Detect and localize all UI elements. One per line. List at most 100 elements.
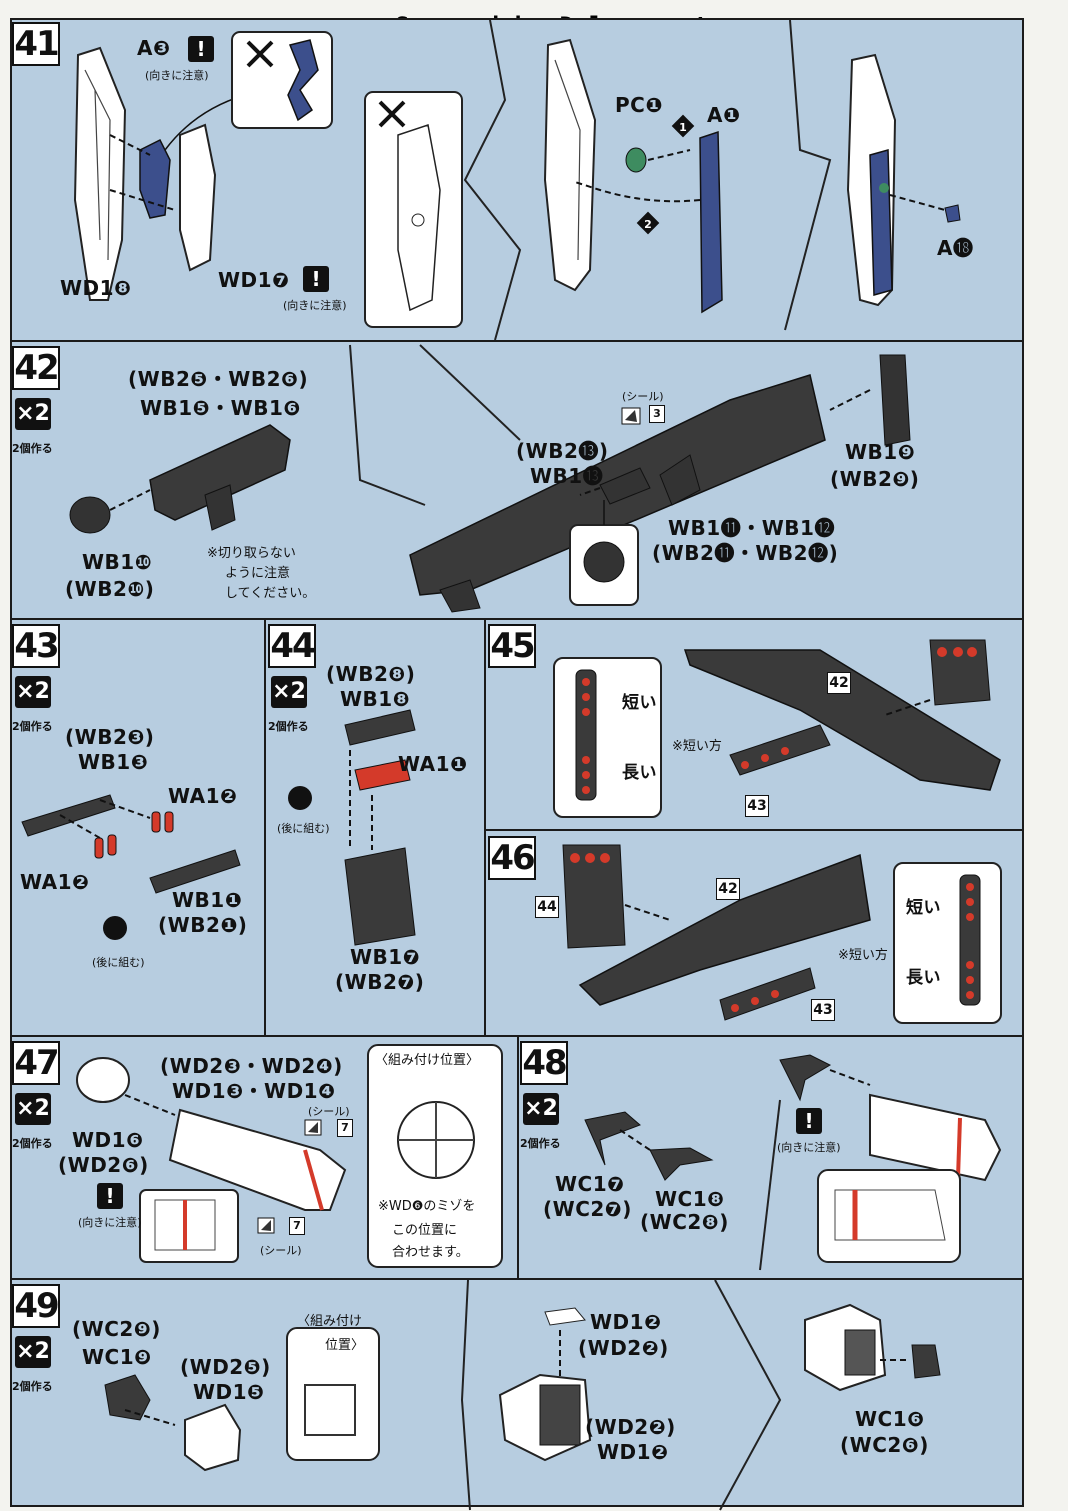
length-guide-box xyxy=(893,862,1002,1024)
times-two-badge: ×2 xyxy=(271,676,307,708)
ref-43: 43 xyxy=(811,999,835,1021)
make-two-note: 2個作る xyxy=(12,1137,53,1150)
step-42-part-e0: WB1❾ xyxy=(845,440,916,464)
step-48-part-0: WC1❼ xyxy=(555,1172,625,1196)
ref-43: 43 xyxy=(745,795,769,817)
times-two-badge: ×2 xyxy=(523,1093,559,1125)
caution-note: (向きに注意) xyxy=(283,299,347,312)
sticker-note: (シール) xyxy=(260,1244,302,1257)
ref-42: 42 xyxy=(827,672,851,694)
step-41-diagram: 1 2 xyxy=(73,19,961,341)
make-two-note: 2個作る xyxy=(520,1137,561,1150)
ref-42: 42 xyxy=(716,878,740,900)
step-45-number: 45 xyxy=(488,624,536,668)
caution-note: (向きに注意) xyxy=(78,1216,142,1229)
step-49-part-0: (WC2❾) xyxy=(72,1317,161,1341)
divider-row4 xyxy=(10,1278,1022,1280)
short-label: 短い xyxy=(622,693,657,713)
divider-43-44 xyxy=(264,618,266,1036)
step-42-part-c0: (WB2⓭) xyxy=(516,439,609,463)
step-49-number: 49 xyxy=(12,1284,60,1328)
attach-later-note: (後に組む) xyxy=(92,956,145,969)
long-label: 長い xyxy=(622,763,657,783)
step-47-part-0: (WD2❸・WD2❹) xyxy=(160,1054,343,1078)
attach-later-note: (後に組む) xyxy=(277,822,330,835)
mount-note-line2: この位置に xyxy=(392,1223,458,1238)
step-49-part-5: (WD2❷) xyxy=(578,1336,669,1360)
short-side-note: ※短い方 xyxy=(672,739,722,754)
step-43-part-1: WB1❸ xyxy=(78,750,149,774)
step-41-part-pc1: PC❶ xyxy=(615,93,663,117)
step-43-part-2: WA1❷ xyxy=(168,784,238,808)
times-two-badge: ×2 xyxy=(15,676,51,708)
step-48-part-1: (WC2❼) xyxy=(543,1197,632,1221)
step-44-part-3: WB1❼ xyxy=(350,945,421,969)
make-two-note: 2個作る xyxy=(12,720,53,733)
sticker-number: 7 xyxy=(289,1217,305,1235)
seq-2-glyph: 2 xyxy=(644,218,652,231)
step-47-part-1: WD1❸・WD1❹ xyxy=(172,1079,336,1103)
step-42-part-e1: (WB2❾) xyxy=(830,467,920,491)
caution-note: (向きに注意) xyxy=(145,69,209,82)
step-49-part-8: WC1❻ xyxy=(855,1407,925,1431)
step-49-part-7: WD1❷ xyxy=(597,1440,669,1464)
step-46-number: 46 xyxy=(488,836,536,880)
make-two-note: 2個作る xyxy=(12,1380,53,1393)
step-43-part-5: (WB2❶) xyxy=(158,913,248,937)
step-41-part-a18: A⓲ xyxy=(937,236,974,260)
long-label: 長い xyxy=(906,968,941,988)
step-42-part-b1: (WB2❿) xyxy=(65,577,155,601)
divider-47-48 xyxy=(517,1035,519,1279)
divider-45-46 xyxy=(484,829,1022,831)
step-47-part-2: WD1❻ xyxy=(72,1128,144,1152)
mount-note-line3: 合わせます。 xyxy=(392,1245,469,1260)
times-two-badge: ×2 xyxy=(15,1093,51,1125)
caution-note: (向きに注意) xyxy=(777,1141,841,1154)
caution-icon: ! xyxy=(303,266,329,292)
sticker-number: 7 xyxy=(337,1119,353,1137)
cut-warning-line2: ように注意 xyxy=(225,566,291,581)
mounting-position-line1: 〈組み付け xyxy=(297,1314,363,1329)
step-41-part-wd17: WD1❼ xyxy=(218,268,290,292)
step-44-part-2: WA1❶ xyxy=(398,752,468,776)
step-48-diagram xyxy=(584,1054,1002,1271)
mount-note-line1: ※WD❻のミゾを xyxy=(378,1199,476,1214)
step-42-part-c1: WB1⓭ xyxy=(530,464,604,488)
short-side-note: ※短い方 xyxy=(838,948,888,963)
step-47-part-3: (WD2❻) xyxy=(58,1153,149,1177)
step-44-part-4: (WB2❼) xyxy=(335,970,425,994)
step-43-number: 43 xyxy=(12,624,60,668)
sticker-number: 3 xyxy=(649,405,665,423)
sticker-note: (シール) xyxy=(622,390,664,403)
seq-1-glyph: 1 xyxy=(679,121,687,134)
caution-icon: ! xyxy=(97,1183,123,1209)
step-41-part-wd18: WD1❽ xyxy=(60,276,132,300)
step-49-part-6: (WD2❷) xyxy=(585,1415,676,1439)
step-45-diagram xyxy=(575,639,1001,801)
step-43-part-0: (WB2❸) xyxy=(65,725,155,749)
step-48-part-2: WC1❽ xyxy=(655,1187,725,1211)
caution-icon: ! xyxy=(796,1108,822,1134)
short-label: 短い xyxy=(906,898,941,918)
make-two-note: 2個作る xyxy=(12,442,53,455)
ref-44: 44 xyxy=(535,896,559,918)
cut-warning-line3: してください。 xyxy=(225,586,316,601)
make-two-note: 2個作る xyxy=(268,720,309,733)
divider-row3 xyxy=(10,1035,1022,1037)
divider-row2 xyxy=(10,618,1022,620)
cut-warning-line1: ※切り取らない xyxy=(207,546,296,561)
step-44-part-1: WB1❽ xyxy=(340,687,411,711)
step-43-part-3: WA1❷ xyxy=(20,870,90,894)
step-49-part-3: WD1❺ xyxy=(193,1380,265,1404)
step-42-part-d1: (WB2⓫・WB2⓬) xyxy=(652,541,839,565)
step-41-part-a1: A❶ xyxy=(707,103,741,127)
step-46-diagram xyxy=(562,844,981,1021)
step-42-part-b0: WB1❿ xyxy=(82,550,153,574)
divider-row1 xyxy=(10,340,1022,342)
sticker-note: (シール) xyxy=(308,1105,350,1118)
step-42-part-a0: (WB2❺・WB2❻) xyxy=(128,367,309,391)
divider-44-45 xyxy=(484,618,486,1036)
times-two-badge: ×2 xyxy=(15,398,51,430)
step-47-number: 47 xyxy=(12,1041,60,1085)
step-43-diagram xyxy=(21,794,241,940)
